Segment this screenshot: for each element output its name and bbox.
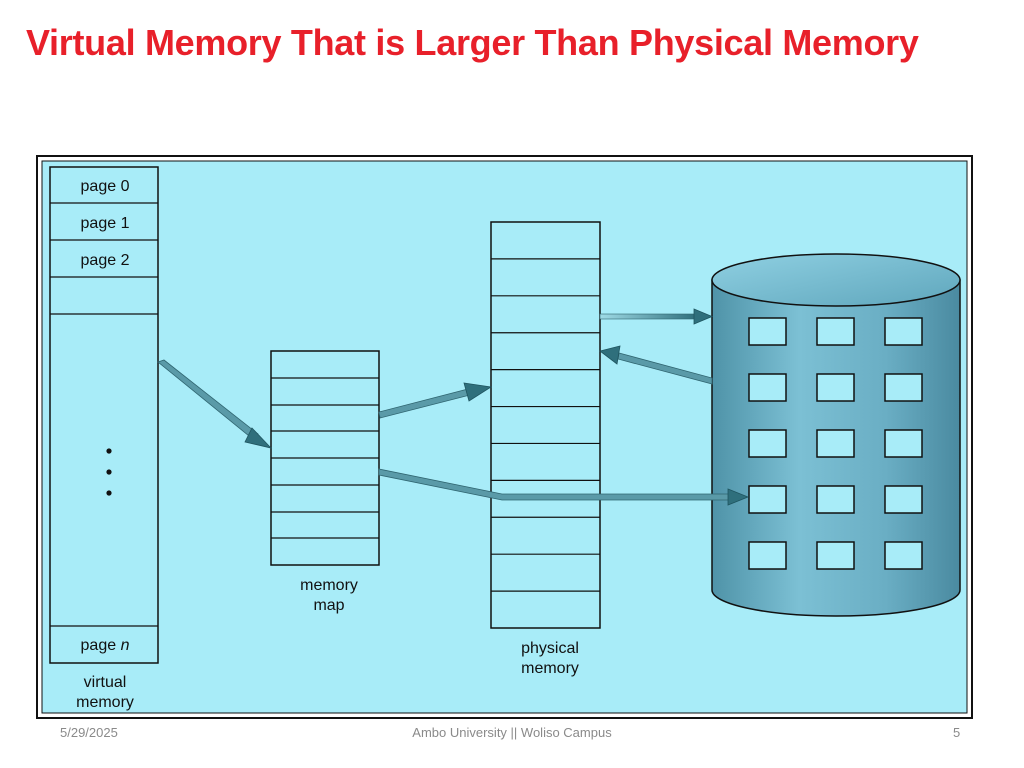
disk-sector [816,373,855,402]
virtual-memory-label-line2: memory [76,694,134,711]
virtual-page-0-label: page 0 [81,178,130,195]
virtual-memory: page 0 page 1 page 2 page n virtual memo… [49,166,159,711]
slide-title: Virtual Memory That is Larger Than Physi… [26,22,919,63]
arrows [157,308,750,506]
disk-sector [748,317,787,346]
virtual-memory-label-line1: virtual [84,674,127,691]
disk-backing-store [711,253,961,617]
disk-sector [816,317,855,346]
disk-sector [816,485,855,514]
virtual-page-n-label: page n [81,637,130,654]
arrow-physical-to-disk [599,308,714,325]
arrow-map-to-physical [378,382,493,419]
ellipsis-dots [106,448,112,496]
memory-map-label-line1: memory [300,577,358,594]
virtual-page-1-label: page 1 [81,215,130,232]
disk-sector [816,541,855,570]
disk-sector [884,485,923,514]
physical-memory-label-line2: memory [521,660,579,677]
physical-memory: physical memory [490,221,601,677]
disk-sector [748,485,787,514]
physical-memory-label-line1: physical [521,640,579,657]
disk-sector [748,373,787,402]
memory-map-label-line2: map [313,597,344,614]
arrow-virtual-to-map [157,359,273,449]
memory-map: memory map [270,350,380,614]
footer-page-number: 5 [953,725,961,740]
footer-date: 5/29/2025 [60,725,118,740]
disk-sector [884,541,923,570]
arrow-map-to-disk [378,468,750,506]
disk-sector [884,429,923,458]
virtual-page-2-label: page 2 [81,252,130,269]
disk-sector [884,373,923,402]
disk-sector [748,541,787,570]
footer-institution: Ambo University || Woliso Campus [412,725,612,740]
disk-sector [748,429,787,458]
arrow-disk-to-physical [599,345,713,385]
disk-sector [816,429,855,458]
disk-sector [884,317,923,346]
